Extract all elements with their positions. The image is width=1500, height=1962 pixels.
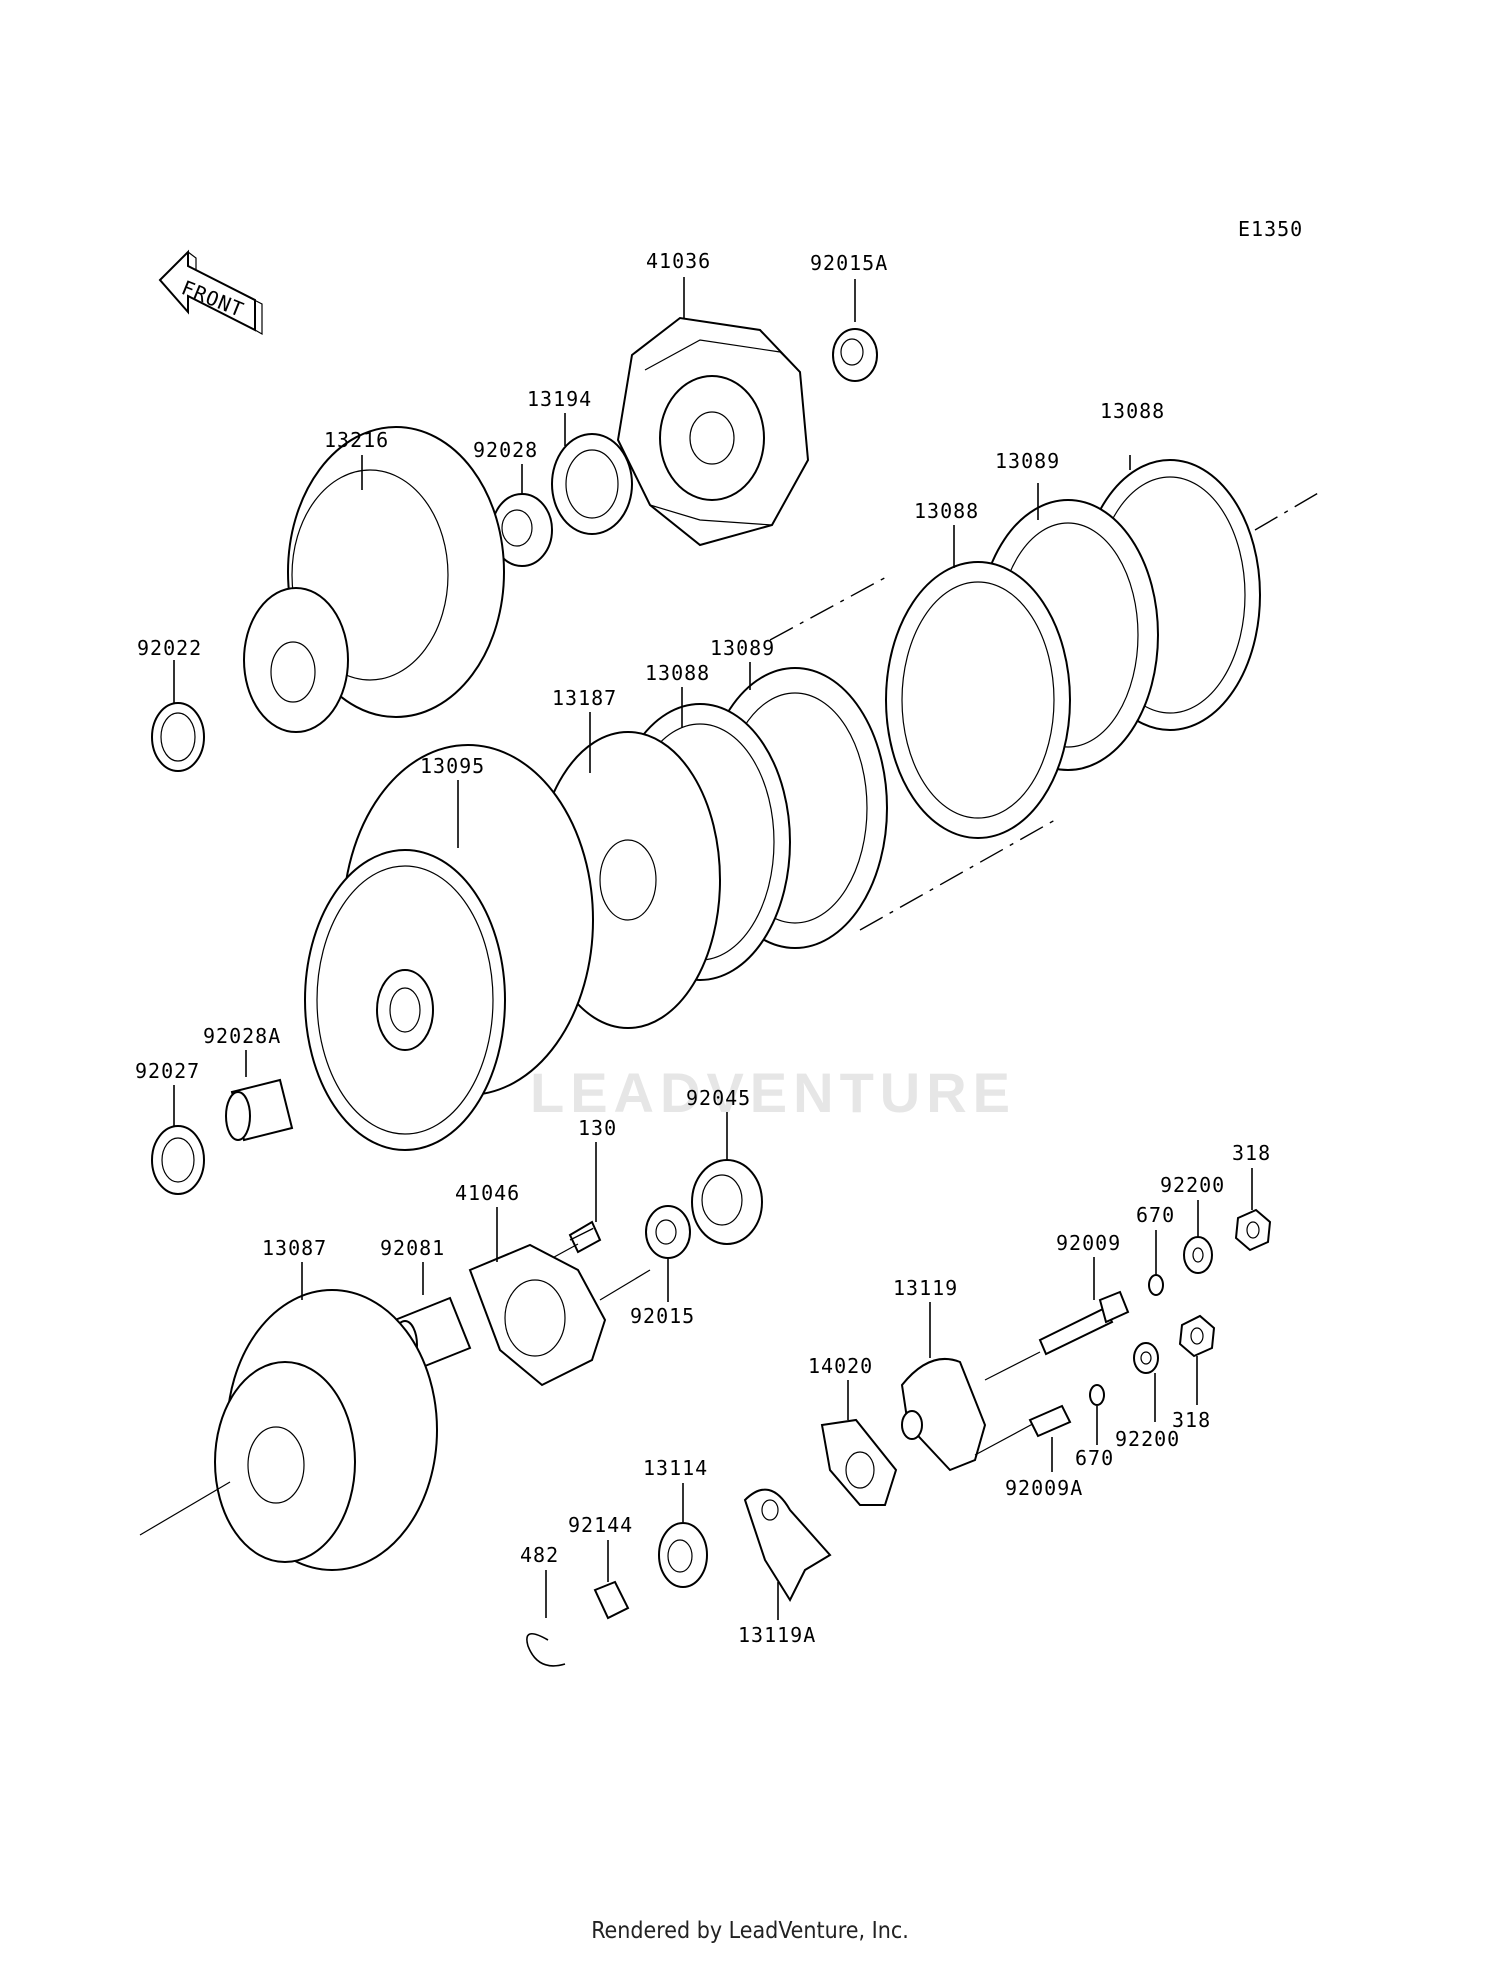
- part-92009A: [1028, 1404, 1072, 1472]
- label-13088-low: 13088: [645, 661, 710, 685]
- part-92022: [151, 660, 205, 772]
- part-13114: [658, 1483, 708, 1588]
- part-318-top: [1234, 1168, 1272, 1252]
- label-670-bottom: 670: [1075, 1446, 1114, 1470]
- part-670-bottom: [1089, 1384, 1105, 1445]
- label-13089-top: 13089: [995, 449, 1060, 473]
- label-41046: 41046: [455, 1181, 520, 1205]
- label-92045: 92045: [686, 1086, 751, 1110]
- label-318-bottom: 318: [1172, 1408, 1211, 1432]
- label-13187: 13187: [552, 686, 617, 710]
- part-13088-mid: [885, 525, 1071, 839]
- part-92009: [984, 1257, 1130, 1381]
- part-13119: [900, 1302, 1041, 1472]
- label-92009: 92009: [1056, 1231, 1121, 1255]
- part-92027: [151, 1085, 205, 1195]
- part-92015A: [832, 279, 878, 382]
- part-92144: [593, 1540, 630, 1620]
- label-13088-top: 13088: [1100, 399, 1165, 423]
- part-13194: [551, 413, 633, 535]
- part-482: [526, 1570, 566, 1667]
- alignment-lines: [569, 491, 1321, 1241]
- label-14020: 14020: [808, 1354, 873, 1378]
- part-labels: 41036 92015A 13194 92028 13216 13088 130…: [135, 249, 1271, 1647]
- part-130: [544, 1142, 602, 1263]
- label-92081: 92081: [380, 1236, 445, 1260]
- part-92028A: [225, 1050, 294, 1142]
- label-92144: 92144: [568, 1513, 633, 1537]
- label-92009A: 92009A: [1005, 1476, 1083, 1500]
- diagram-code: E1350: [1238, 217, 1303, 241]
- label-92022: 92022: [137, 636, 202, 660]
- part-92200-bottom: [1133, 1342, 1159, 1422]
- part-92045: [691, 1112, 763, 1245]
- label-92015: 92015: [630, 1304, 695, 1328]
- watermark: LEADVENTURE: [530, 1061, 1016, 1124]
- label-92028A: 92028A: [203, 1024, 281, 1048]
- part-13087: [139, 1262, 438, 1571]
- part-13095: [304, 744, 594, 1151]
- part-13216: [243, 426, 505, 733]
- label-92200-bottom: 92200: [1115, 1427, 1180, 1451]
- part-13119A: [743, 1488, 832, 1620]
- label-41036: 41036: [646, 249, 711, 273]
- part-41046: [468, 1207, 651, 1387]
- label-130: 130: [578, 1116, 617, 1140]
- label-13119: 13119: [893, 1276, 958, 1300]
- front-arrow-icon: FRONT: [158, 249, 263, 336]
- label-92028: 92028: [473, 438, 538, 462]
- part-41036: [616, 277, 810, 547]
- label-13087: 13087: [262, 1236, 327, 1260]
- label-670-top: 670: [1136, 1203, 1175, 1227]
- label-13088-mid: 13088: [914, 499, 979, 523]
- label-13119A: 13119A: [738, 1623, 816, 1647]
- label-92200-top: 92200: [1160, 1173, 1225, 1197]
- part-318-bottom: [1178, 1314, 1216, 1405]
- label-318-top: 318: [1232, 1141, 1271, 1165]
- label-92027: 92027: [135, 1059, 200, 1083]
- part-14020: [820, 1380, 898, 1506]
- label-92015A: 92015A: [810, 251, 888, 275]
- label-13095: 13095: [420, 754, 485, 778]
- part-670-top: [1148, 1230, 1164, 1296]
- label-13194: 13194: [527, 387, 592, 411]
- label-13089-low: 13089: [710, 636, 775, 660]
- label-13216: 13216: [324, 428, 389, 452]
- label-13114: 13114: [643, 1456, 708, 1480]
- label-482: 482: [520, 1543, 559, 1567]
- part-92200-top: [1183, 1200, 1213, 1274]
- part-92015: [645, 1205, 691, 1302]
- footer-credit: Rendered by LeadVenture, Inc.: [591, 1918, 909, 1944]
